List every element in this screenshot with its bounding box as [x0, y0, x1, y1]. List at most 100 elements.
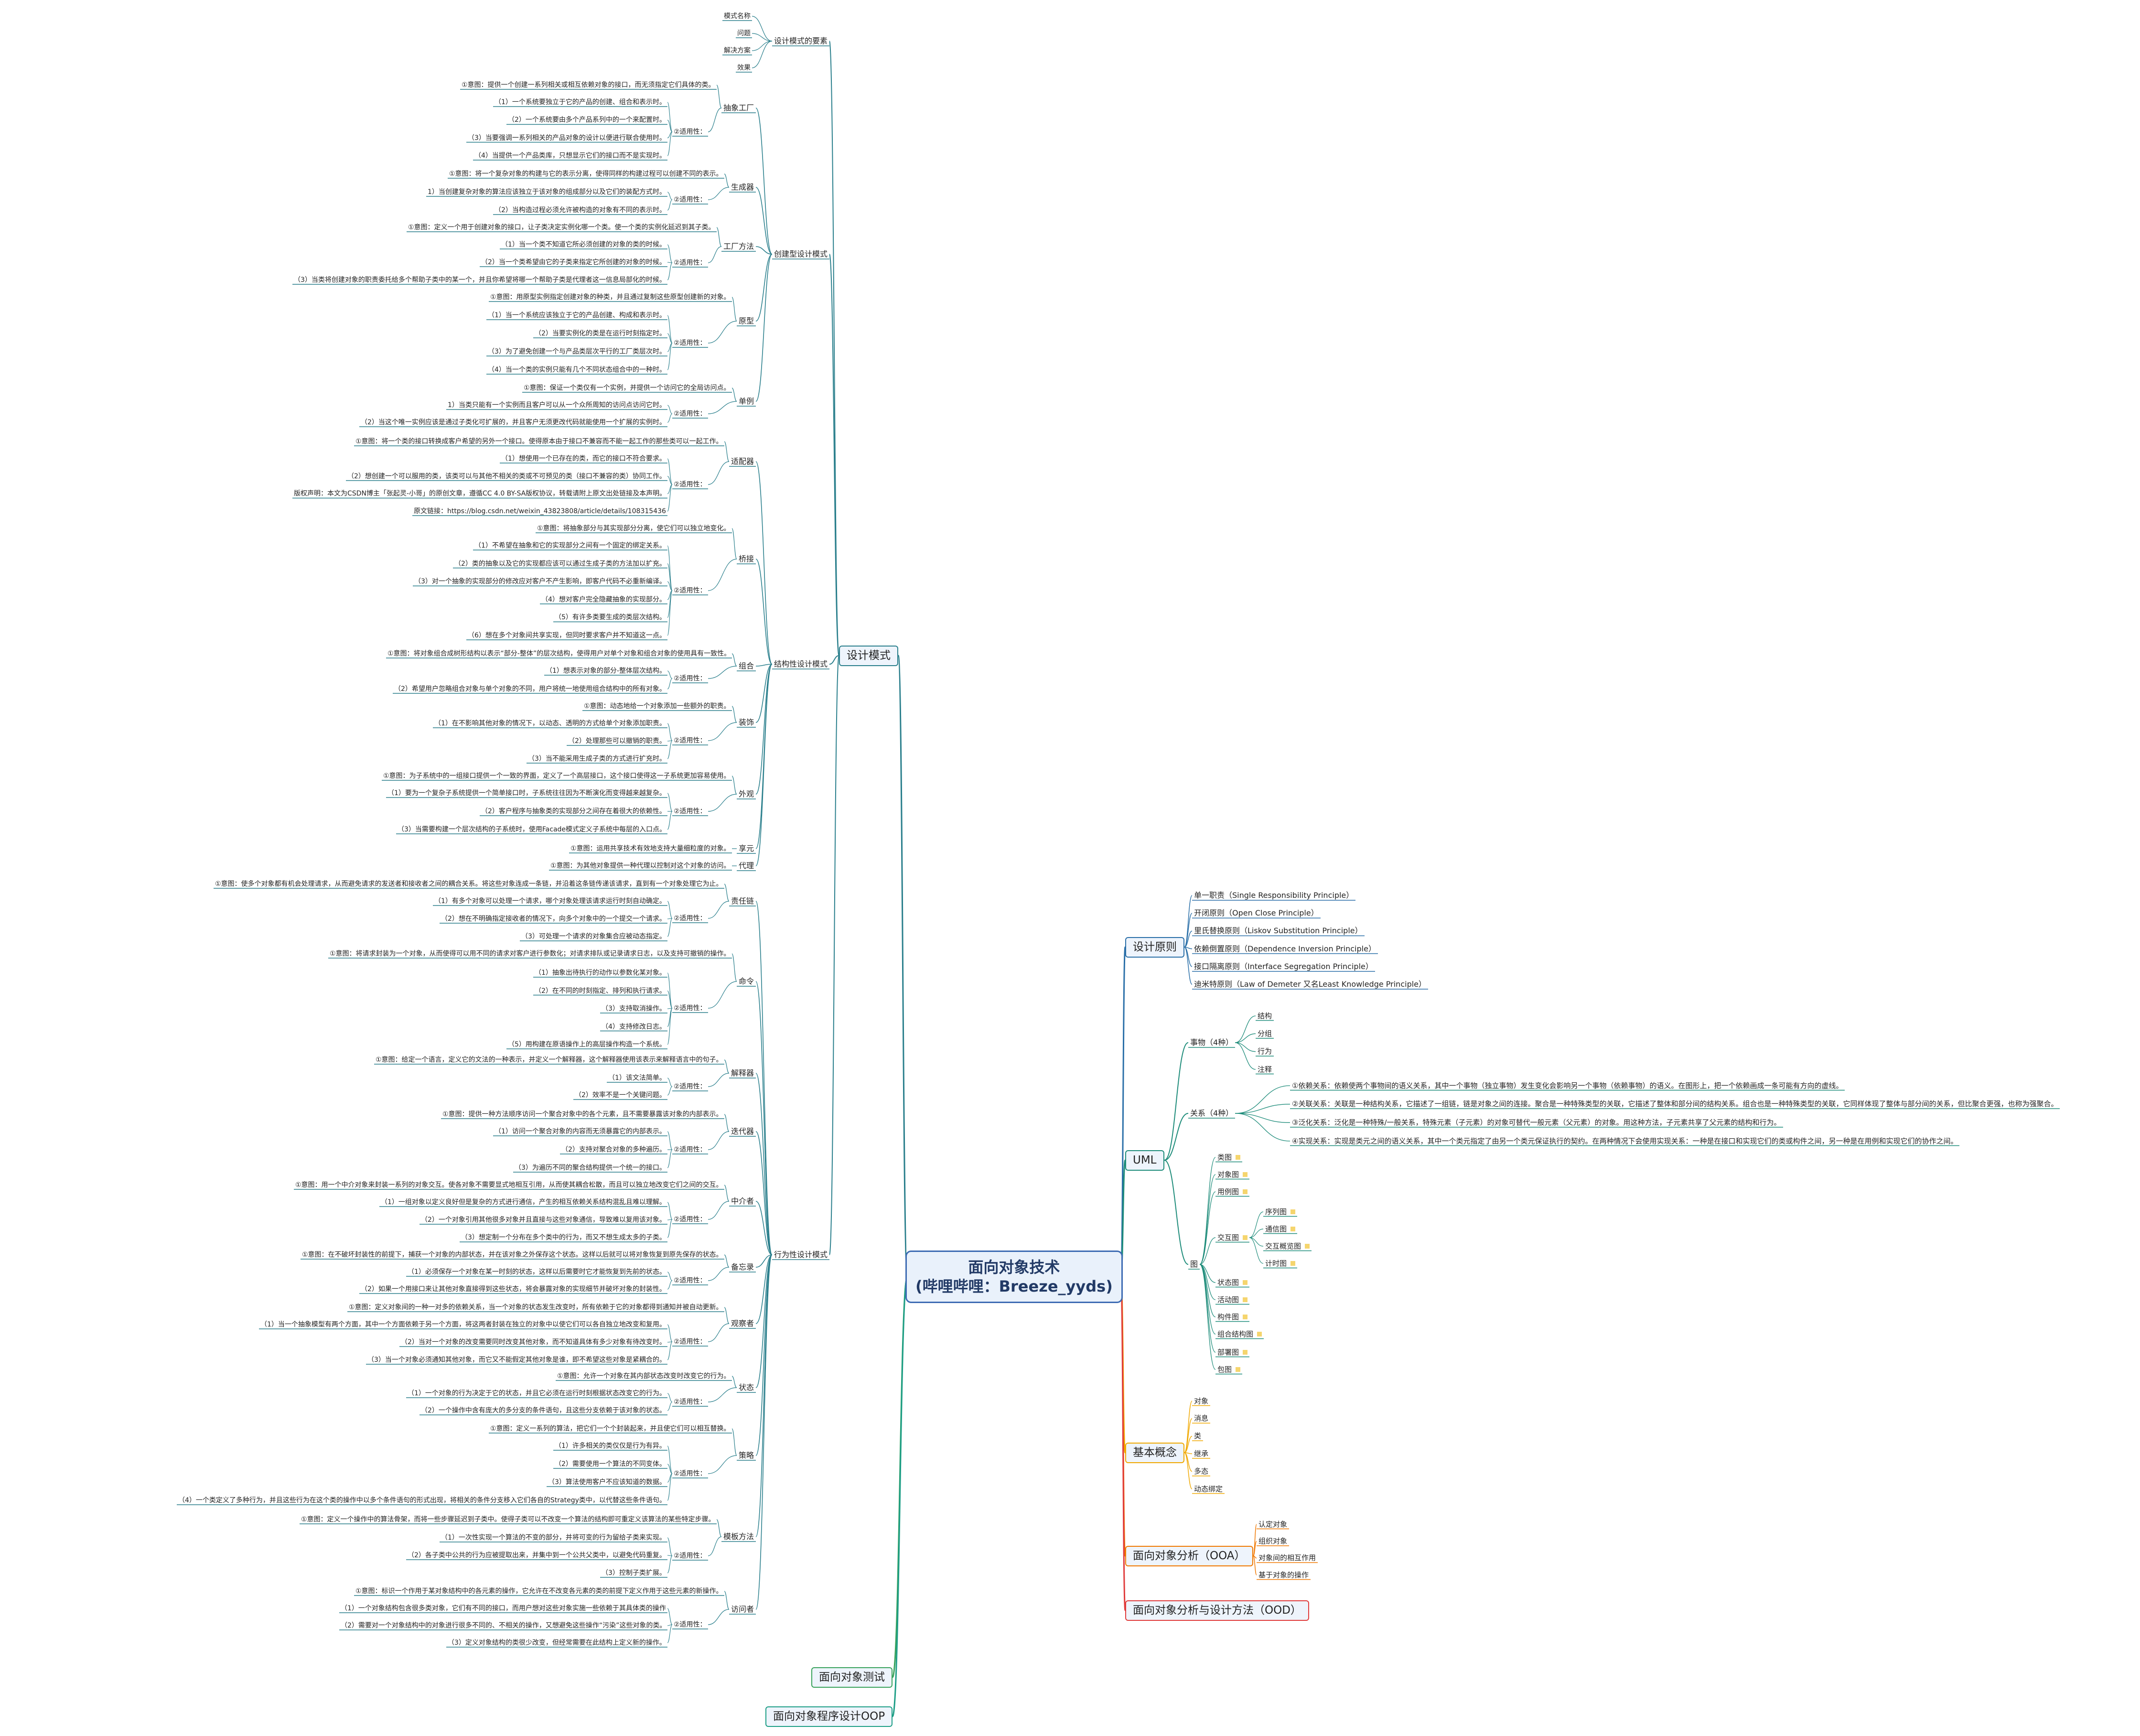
branch-ooa[interactable]: 面向对象分析（OOA）	[1125, 1545, 1253, 1566]
applicability-label[interactable]: ②适用性：	[674, 1621, 707, 1628]
applicability-item[interactable]: 原文链接：https://blog.csdn.net/weixin_438238…	[414, 507, 666, 515]
uml-diagram-item[interactable]: 对象图	[1215, 1171, 1249, 1178]
applicability-item[interactable]: （1）一个系统要独立于它的产品的创建、组合和表示时。	[495, 98, 666, 106]
applicability-item[interactable]: （3）为遍历不同的聚合结构提供一个统一的接口。	[515, 1164, 666, 1172]
ooa-item[interactable]: 对象间的相互作用	[1258, 1553, 1316, 1563]
pattern-intent[interactable]: ①意图：给定一个语言，定义它的文法的一种表示，并定义一个解释器，这个解释器使用该…	[376, 1056, 723, 1064]
pattern-intent[interactable]: ①意图：将一个类的接口转换成客户希望的另外一个接口。使得原本由于接口不兼容而不能…	[355, 438, 723, 445]
pattern-name[interactable]: 生成器	[731, 183, 754, 192]
applicability-label[interactable]: ②适用性：	[674, 1277, 707, 1284]
applicability-label[interactable]: ②适用性：	[674, 1004, 707, 1012]
pattern-category-creational[interactable]: 创建型设计模式	[774, 249, 828, 259]
applicability-label[interactable]: ②适用性：	[674, 1398, 707, 1406]
applicability-item[interactable]: （2）想在不明确指定接收者的情况下，向多个对象中的一个提交一个请求。	[441, 915, 666, 923]
applicability-label[interactable]: ②适用性：	[674, 410, 707, 418]
applicability-item[interactable]: （5）用构建在原语操作上的高层操作构造一个系统。	[508, 1041, 666, 1048]
branch-test[interactable]: 面向对象测试	[811, 1667, 893, 1688]
applicability-item[interactable]: （1）要为一个复杂子系统提供一个简单接口时，子系统往往因为不断演化而变得越来越复…	[387, 789, 666, 797]
applicability-item[interactable]: （2）当一个类希望由它的子类来指定它所创建的对象的时候。	[481, 259, 666, 266]
applicability-item[interactable]: （4）当提供一个产品类库，只想显示它们的接口而不是实现时。	[474, 152, 666, 160]
applicability-item[interactable]: （1）当一个系统应该独立于它的产品创建、构成和表示时。	[488, 312, 666, 319]
uml-relation-item[interactable]: ②关联关系：关联是一种结构关系，它描述了一组链，链是对象之间的连接。聚合是一种特…	[1292, 1100, 2058, 1109]
applicability-item[interactable]: （3）当一个对象必须通知其他对象，而它又不能假定其他对象是谁，即不希望这些对象是…	[367, 1356, 666, 1364]
pattern-intent[interactable]: ①意图：提供一个创建一系列相关或相互依赖对象的接口，而无须指定它们具体的类。	[462, 81, 715, 89]
applicability-item[interactable]: （2）支持对聚合对象的多种遍历。	[561, 1146, 666, 1154]
pattern-intent[interactable]: ①意图：定义一个用于创建对象的接口，让子类决定实例化哪一个类。使一个类的实例化延…	[408, 224, 715, 231]
applicability-item[interactable]: （3）对一个抽象的实现部分的修改应对客户不产生影响，即客户代码不必重新编译。	[414, 578, 666, 586]
interaction-diagram-item[interactable]: 通信图	[1263, 1225, 1297, 1233]
uml-diagram-item[interactable]: 活动图	[1215, 1296, 1249, 1304]
pattern-name[interactable]: 代理	[739, 861, 754, 870]
uml-diagram-item[interactable]: 包图	[1215, 1366, 1242, 1373]
pattern-category-structural[interactable]: 结构性设计模式	[774, 659, 828, 669]
applicability-item[interactable]: （3）定义对象结构的类很少改变，但经常需要在此结构上定义新的操作。	[448, 1639, 666, 1647]
applicability-item[interactable]: （2）如果一个用接口来让其他对象直接得到这些状态，将会暴露对象的实现细节并破坏对…	[361, 1285, 666, 1293]
applicability-item[interactable]: （1）许多相关的类仅仅是行为有异。	[555, 1442, 666, 1450]
principle-item[interactable]: 单一职责（Single Responsibility Principle）	[1194, 891, 1354, 900]
applicability-item[interactable]: （2）在不同的时刻指定、排列和执行请求。	[535, 987, 666, 995]
applicability-item[interactable]: （5）有许多类要生成的类层次结构。	[555, 614, 666, 622]
pattern-element-item[interactable]: 问题	[737, 30, 751, 37]
applicability-item[interactable]: （2）需要对一个对象结构中的对象进行很多不同的、不相关的操作，又想避免这些操作“…	[341, 1622, 667, 1629]
applicability-item[interactable]: （1）一组对象以定义良好但是复杂的方式进行通信，产生的相互依赖关系结构混乱且难以…	[381, 1198, 666, 1206]
pattern-intent[interactable]: ①意图：将请求封装为一个对象，从而使得可以用不同的请求对客户进行参数化；对请求排…	[330, 950, 731, 958]
pattern-intent[interactable]: ①意图：定义一个操作中的算法骨架，而将一些步骤延迟到子类中。使得子类可以不改变一…	[301, 1516, 715, 1523]
pattern-category-behavioral[interactable]: 行为性设计模式	[774, 1250, 828, 1259]
interaction-diagram-item[interactable]: 交互概览图	[1263, 1242, 1312, 1250]
uml-thing-item[interactable]: 结构	[1258, 1011, 1272, 1020]
applicability-item[interactable]: （1）抽象出待执行的动作以参数化某对象。	[535, 969, 666, 977]
applicability-label[interactable]: ②适用性：	[674, 1083, 707, 1090]
applicability-item[interactable]: （2）当这个唯一实例应该是通过子类化可扩展的，并且客户无须更改代码就能使用一个扩…	[361, 419, 666, 426]
applicability-item[interactable]: （2）一个对象引用其他很多对象并且直接与这些对象通信，导致难以复用该对象。	[421, 1216, 666, 1224]
basic-concept-item[interactable]: 类	[1194, 1432, 1202, 1441]
pattern-name[interactable]: 命令	[739, 977, 754, 986]
uml-relation-item[interactable]: ④实现关系：实现是类元之间的语义关系，其中一个类元指定了由另一个类元保证执行的契…	[1292, 1136, 1958, 1145]
pattern-name[interactable]: 访问者	[731, 1605, 754, 1614]
pattern-name[interactable]: 桥接	[739, 554, 754, 563]
applicability-item[interactable]: （3）算法使用客户不应该知道的数据。	[548, 1478, 666, 1486]
applicability-label[interactable]: ②适用性：	[674, 196, 707, 204]
applicability-item[interactable]: （2）类的抽象以及它的实现都应该可以通过生成子类的方法加以扩充。	[454, 560, 666, 568]
pattern-intent[interactable]: ①意图：标识一个作用于某对象结构中的各元素的操作，它允许在不改变各元素的类的前提…	[355, 1587, 723, 1595]
pattern-name[interactable]: 责任链	[731, 896, 754, 906]
branch-ood[interactable]: 面向对象分析与设计方法（OOD）	[1125, 1600, 1309, 1621]
applicability-item[interactable]: （2）效率不是一个关键问题。	[575, 1091, 666, 1099]
pattern-intent[interactable]: ①意图：在不破坏封装性的前提下，捕获一个对象的内部状态，并在该对象之外保存这个状…	[302, 1251, 723, 1259]
branch-design-patterns[interactable]: 设计模式	[839, 645, 898, 666]
applicability-label[interactable]: ②适用性：	[674, 675, 707, 682]
applicability-item[interactable]: （1）不希望在抽象和它的实现部分之间有一个固定的绑定关系。	[474, 542, 666, 550]
applicability-item[interactable]: （1）一个对象的行为决定于它的状态，并且它必须在运行时刻根据状态改变它的行为。	[408, 1390, 666, 1397]
applicability-label[interactable]: ②适用性：	[674, 1338, 707, 1346]
applicability-item[interactable]: （2）一个系统要由多个产品系列中的一个来配置时。	[508, 116, 666, 124]
applicability-item[interactable]: （3）当类将创建对象的职责委托给多个帮助子类中的某一个，并且你希望将哪一个帮助子…	[294, 276, 666, 284]
uml-things[interactable]: 事物（4种）	[1190, 1038, 1234, 1047]
pattern-intent[interactable]: ①意图：保证一个类仅有一个实例，并提供一个访问它的全局访问点。	[524, 384, 731, 392]
uml-relation-item[interactable]: ③泛化关系：泛化是一种特殊/一般关系，特殊元素（子元素）的对象可替代一般元素（父…	[1292, 1118, 1781, 1127]
applicability-item[interactable]: （3）当要强调一系列相关的产品对象的设计以便进行联合使用时。	[468, 134, 666, 142]
uml-diagram-item[interactable]: 构件图	[1215, 1313, 1249, 1321]
applicability-label[interactable]: ②适用性：	[674, 587, 707, 594]
applicability-item[interactable]: （2）需要使用一个算法的不同变体。	[555, 1460, 666, 1468]
applicability-item[interactable]: （3）控制子类扩展。	[602, 1569, 666, 1577]
uml-diagram-item[interactable]: 交互图	[1215, 1234, 1249, 1241]
pattern-intent[interactable]: ①意图：将一个复杂对象的构建与它的表示分离，使得同样的构建过程可以创建不同的表示…	[449, 170, 723, 178]
applicability-item[interactable]: （1）想使用一个已存在的类，而它的接口不符合要求。	[501, 455, 666, 463]
pattern-element-item[interactable]: 效果	[737, 64, 751, 72]
applicability-item[interactable]: （2）一个操作中含有庞大的多分支的条件语句，且这些分支依赖于该对象的状态。	[421, 1407, 666, 1414]
pattern-name[interactable]: 观察者	[731, 1319, 754, 1328]
applicability-item[interactable]: （4）当一个类的实例只能有几个不同状态组合中的一种时。	[488, 366, 666, 374]
pattern-name[interactable]: 组合	[739, 661, 754, 670]
applicability-item[interactable]: （2）当构造过程必须允许被构造的对象有不同的表示时。	[495, 206, 666, 214]
uml-diagram-item[interactable]: 组合结构图	[1215, 1330, 1264, 1338]
pattern-name[interactable]: 模板方法	[723, 1532, 754, 1541]
applicability-item[interactable]: 1）当类只能有一个实例而且客户可以从一个众所周知的访问点访问它时。	[448, 401, 666, 409]
pattern-intent[interactable]: ①意图：将对象组合成树形结构以表示“部分-整体”的层次结构，使得用户对单个对象和…	[387, 650, 731, 658]
applicability-item[interactable]: （1）访问一个聚合对象的内容而无须暴露它的内部表示。	[495, 1128, 666, 1135]
applicability-item[interactable]: 版权声明：本文为CSDN博主「张起灵-小哥」的原创文章，遵循CC 4.0 BY-…	[294, 490, 667, 498]
applicability-item[interactable]: （6）想在多个对象间共享实现，但同时要求客户并不知道这一点。	[468, 632, 666, 639]
uml-diagram-item[interactable]: 类图	[1215, 1154, 1242, 1161]
pattern-name[interactable]: 策略	[739, 1451, 754, 1460]
interaction-diagram-item[interactable]: 计时图	[1263, 1260, 1297, 1267]
pattern-name[interactable]: 适配器	[731, 457, 754, 466]
applicability-item[interactable]: （3）想定制一个分布在多个类中的行为，而又不想生成太多的子类。	[461, 1234, 666, 1241]
